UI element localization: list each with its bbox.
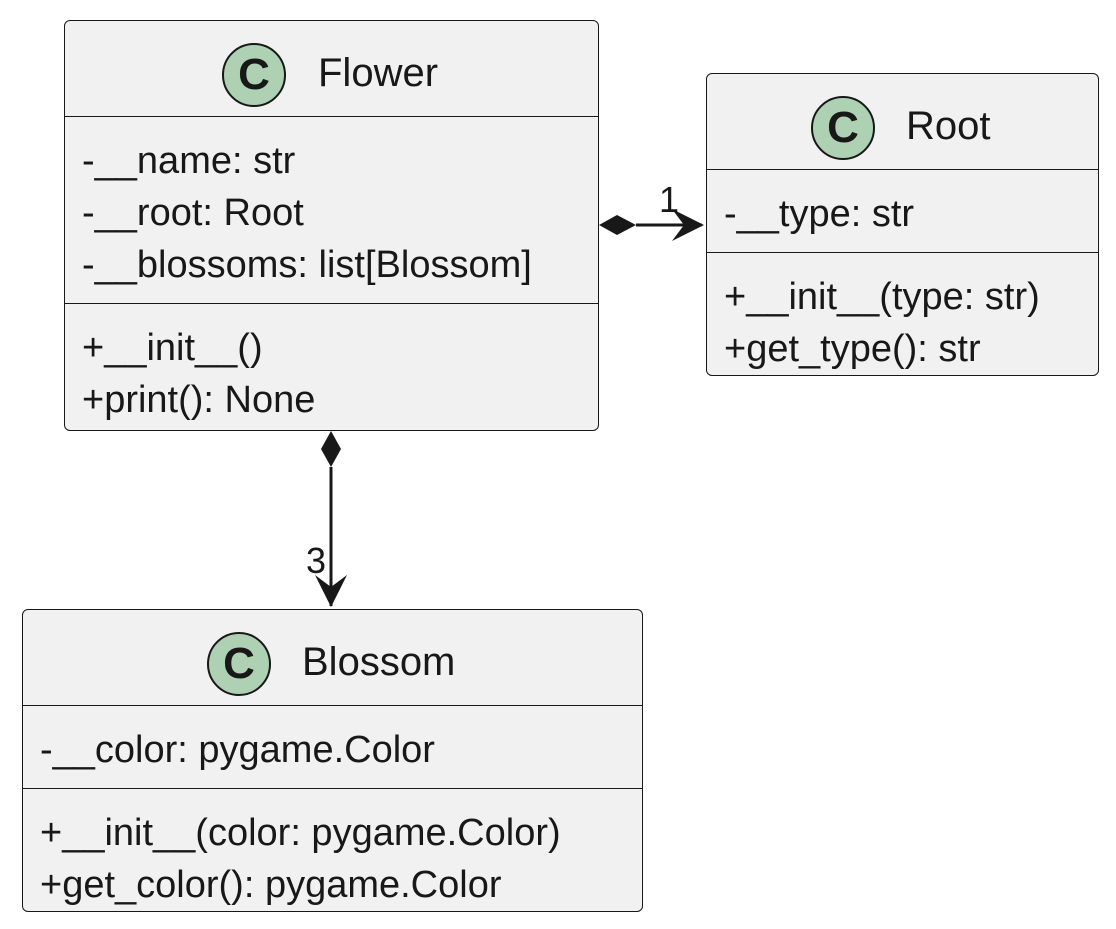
arrowhead [315,575,347,607]
multiplicity-label: 1 [659,179,680,220]
method: +__init__(color: pygame.Color) [40,812,561,854]
methods-section: +__init__(type: str) +get_type(): str [707,252,1098,387]
fields-section: -__name: str -__root: Root -__blossoms: … [65,116,598,303]
composition-flower-blossom [315,431,347,607]
composition-flower-root [599,209,704,241]
class-stereotype-icon: C [811,96,875,160]
arrowhead [672,209,704,241]
field: -__color: pygame.Color [40,729,435,771]
method: +print(): None [82,379,316,421]
class-name: Flower [318,51,439,95]
class-name: Root [906,104,991,148]
class-stereotype-icon: C [222,43,286,107]
field: -__name: str [82,140,296,182]
method: +__init__(type: str) [724,276,1040,318]
methods-section: +__init__(color: pygame.Color) +get_colo… [23,788,642,923]
class-root[interactable]: C Root -__type: str +__init__(type: str)… [706,73,1099,376]
field: -__blossoms: list[Blossom] [82,244,532,286]
class-blossom[interactable]: C Blossom -__color: pygame.Color +__init… [22,609,643,912]
class-stereotype-icon: C [207,632,271,696]
method: +get_color(): pygame.Color [40,864,502,906]
methods-section: +__init__() +print(): None [65,303,598,438]
multiplicity-label: 3 [306,540,327,581]
field: -__type: str [724,193,915,235]
composition-diamond [599,215,636,235]
class-header: C Flower [65,21,598,116]
method: +get_type(): str [724,328,981,370]
composition-diamond [321,431,341,467]
field: -__root: Root [82,192,304,234]
class-flower[interactable]: C Flower -__name: str -__root: Root -__b… [64,20,599,431]
fields-section: -__type: str [707,169,1098,252]
method: +__init__() [82,327,263,369]
class-name: Blossom [302,640,456,684]
class-header: C Blossom [23,610,642,705]
fields-section: -__color: pygame.Color [23,705,642,788]
class-header: C Root [707,74,1098,169]
